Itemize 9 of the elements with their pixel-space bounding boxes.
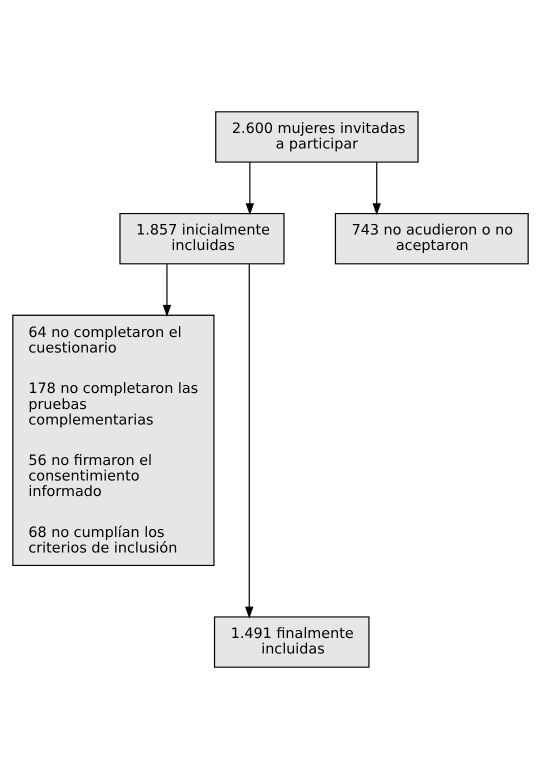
arrow <box>372 162 381 215</box>
node-box: 743 no acudieron o no aceptaron <box>334 212 529 264</box>
node-box: 1.857 inicialmente incluidas <box>119 212 285 264</box>
node-box: 64 no completaron el cuestionario 178 no completaron las pruebas complementarias 56 no firmaron el consentimiento informado 68 no cumplían los criterios de inclusión <box>12 314 215 566</box>
arrow <box>246 162 254 215</box>
node-box: 2.600 mujeres invitadas a participar <box>215 110 419 162</box>
arrow <box>162 264 172 316</box>
arrow <box>245 263 254 618</box>
node-box: 1.491 finalmente incluidas <box>214 616 370 668</box>
